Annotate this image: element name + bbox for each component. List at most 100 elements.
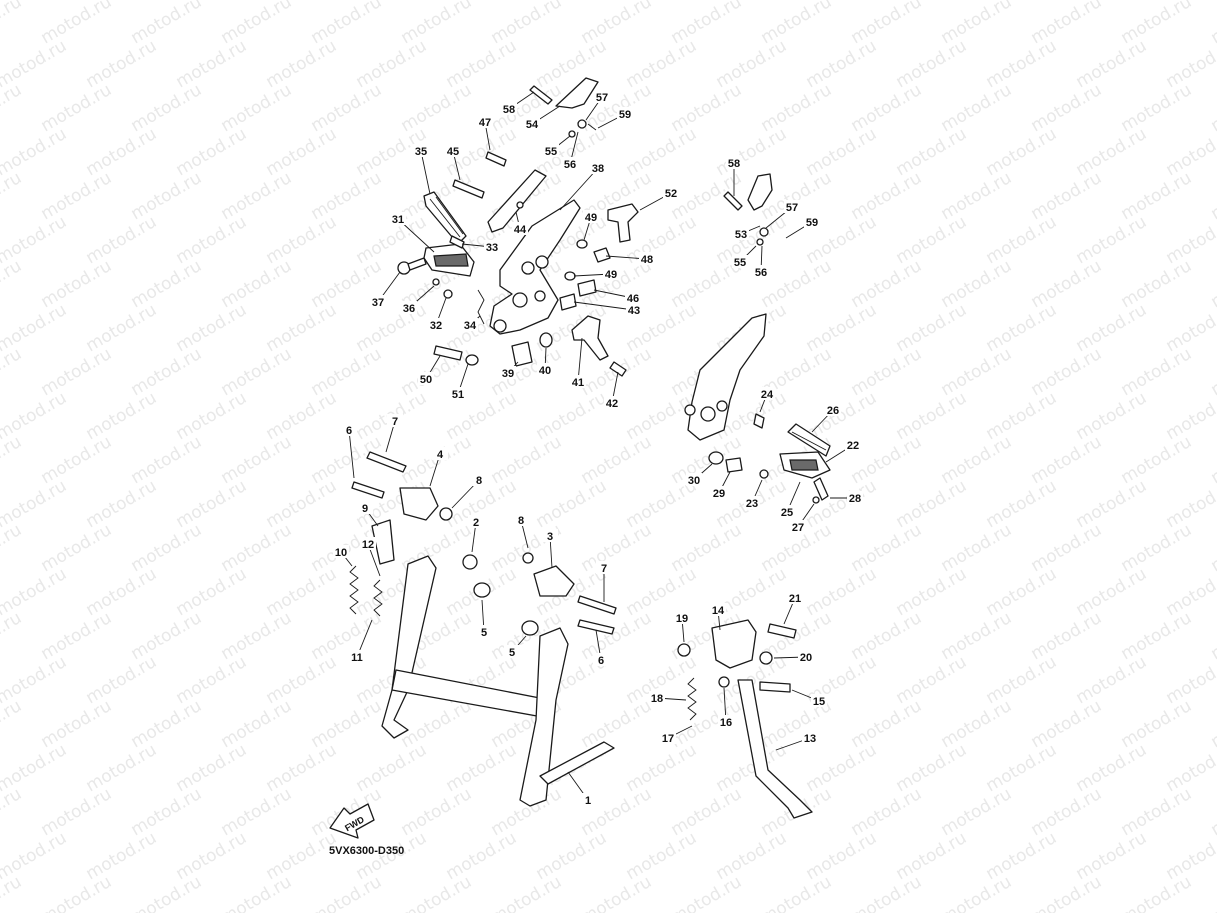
callout-47[interactable]: 47 — [479, 117, 491, 129]
callout-33[interactable]: 33 — [486, 242, 498, 254]
part-36-clip — [433, 279, 439, 285]
callout-3[interactable]: 3 — [547, 531, 553, 543]
callout-57b[interactable]: 57 — [786, 202, 798, 214]
part-27-nut — [813, 497, 819, 503]
callout-53[interactable]: 53 — [735, 229, 747, 241]
callout-4[interactable]: 4 — [437, 449, 444, 461]
callout-16[interactable]: 16 — [720, 717, 732, 729]
callout-1[interactable]: 1 — [585, 795, 591, 807]
callout-7a[interactable]: 7 — [392, 416, 398, 428]
callout-56b[interactable]: 56 — [755, 267, 767, 279]
callout-43[interactable]: 43 — [628, 305, 640, 317]
callout-42[interactable]: 42 — [606, 398, 618, 410]
watermark-text: motod.ru — [1118, 608, 1196, 664]
callout-18[interactable]: 18 — [651, 693, 663, 705]
callout-27[interactable]: 27 — [792, 522, 804, 534]
callout-50[interactable]: 50 — [420, 374, 432, 386]
watermark-text: motod.ru — [173, 652, 251, 708]
callout-51[interactable]: 51 — [452, 389, 464, 401]
part-15-bolt — [760, 682, 790, 692]
callout-25[interactable]: 25 — [781, 507, 793, 519]
callout-19[interactable]: 19 — [676, 613, 688, 625]
callout-11[interactable]: 11 — [351, 652, 363, 664]
callout-6a[interactable]: 6 — [346, 425, 352, 437]
callout-59b[interactable]: 59 — [806, 217, 818, 229]
watermark-text: motod.ru — [0, 696, 25, 752]
watermark-text: motod.ru — [983, 124, 1061, 180]
watermark-text: motod.ru — [938, 168, 1016, 224]
watermark-text: motod.ru — [308, 608, 386, 664]
callout-6b[interactable]: 6 — [598, 655, 604, 667]
callout-56a[interactable]: 56 — [564, 159, 576, 171]
callout-5a[interactable]: 5 — [481, 627, 487, 639]
callout-15[interactable]: 15 — [813, 696, 825, 708]
callout-58a[interactable]: 58 — [503, 104, 515, 116]
callout-36[interactable]: 36 — [403, 303, 415, 315]
callout-48[interactable]: 48 — [641, 254, 653, 266]
watermark-text: motod.ru — [353, 740, 431, 796]
callout-58b[interactable]: 58 — [728, 158, 740, 170]
callout-57a[interactable]: 57 — [596, 92, 608, 104]
part-49-washer-a — [577, 240, 587, 248]
callout-34[interactable]: 34 — [464, 320, 477, 332]
callout-35[interactable]: 35 — [415, 146, 427, 158]
part-38-mount-hole-a — [522, 262, 534, 274]
watermark-text: motod.ru — [173, 564, 251, 620]
callout-31[interactable]: 31 — [392, 214, 404, 226]
callout-22[interactable]: 22 — [847, 440, 859, 452]
part-8-nut-b — [523, 553, 533, 563]
callout-26[interactable]: 26 — [827, 405, 839, 417]
watermark-text: motod.ru — [668, 80, 746, 136]
part-38-mount-hole-b — [536, 256, 548, 268]
callout-20[interactable]: 20 — [800, 652, 812, 664]
callout-17[interactable]: 17 — [662, 733, 674, 745]
callout-32[interactable]: 32 — [430, 320, 442, 332]
callout-8a[interactable]: 8 — [476, 475, 482, 487]
callout-44[interactable]: 44 — [514, 224, 527, 236]
callout-40[interactable]: 40 — [539, 365, 551, 377]
callout-12[interactable]: 12 — [362, 539, 374, 551]
watermark-text: motod.ru — [803, 828, 881, 884]
watermark-text: motod.ru — [0, 872, 25, 913]
watermark-text: motod.ru — [173, 740, 251, 796]
callout-14[interactable]: 14 — [712, 605, 725, 617]
watermark-text: motod.ru — [38, 256, 116, 312]
callout-59a[interactable]: 59 — [619, 109, 631, 121]
callout-10[interactable]: 10 — [335, 547, 347, 559]
callout-23[interactable]: 23 — [746, 498, 758, 510]
callout-38[interactable]: 38 — [592, 163, 604, 175]
watermark-text: motod.ru — [488, 0, 566, 48]
callout-55a[interactable]: 55 — [545, 146, 557, 158]
callout-29[interactable]: 29 — [713, 488, 725, 500]
callout-45[interactable]: 45 — [447, 146, 459, 158]
callout-2[interactable]: 2 — [473, 517, 479, 529]
callout-7b[interactable]: 7 — [601, 563, 607, 575]
watermark-text: motod.ru — [533, 36, 611, 92]
watermark-text: motod.ru — [1208, 784, 1217, 840]
callout-9[interactable]: 9 — [362, 503, 368, 515]
callout-8b[interactable]: 8 — [518, 515, 524, 527]
callout-52[interactable]: 52 — [665, 188, 677, 200]
callout-13[interactable]: 13 — [804, 733, 816, 745]
watermark-text: motod.ru — [848, 80, 926, 136]
callout-46[interactable]: 46 — [627, 293, 639, 305]
callout-39[interactable]: 39 — [502, 368, 514, 380]
callout-49b[interactable]: 49 — [605, 269, 617, 281]
watermark-text: motod.ru — [1073, 124, 1151, 180]
watermark-text: motod.ru — [533, 828, 611, 884]
callout-54[interactable]: 54 — [526, 119, 539, 131]
callout-24[interactable]: 24 — [761, 389, 774, 401]
callout-30[interactable]: 30 — [688, 475, 700, 487]
callout-49a[interactable]: 49 — [585, 212, 597, 224]
watermark-text: motod.ru — [308, 168, 386, 224]
watermark-text: motod.ru — [533, 388, 611, 444]
callout-41[interactable]: 41 — [572, 377, 584, 389]
callout-37[interactable]: 37 — [372, 297, 384, 309]
callout-55b[interactable]: 55 — [734, 257, 746, 269]
part-49-washer-b — [565, 272, 575, 280]
watermark-text: motod.ru — [623, 740, 701, 796]
watermark-text: motod.ru — [938, 0, 1016, 48]
callout-5b[interactable]: 5 — [509, 647, 515, 659]
callout-28[interactable]: 28 — [849, 493, 861, 505]
callout-21[interactable]: 21 — [789, 593, 801, 605]
